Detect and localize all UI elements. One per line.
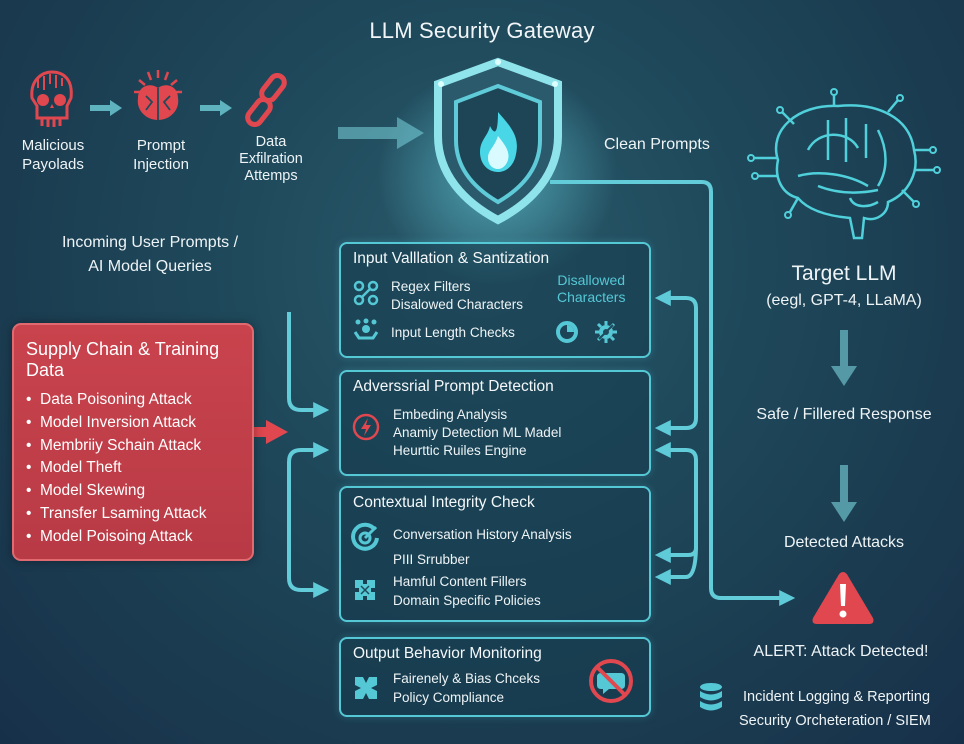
stage-item: Policy Compliance (393, 690, 505, 705)
stage-item: Embeding Analysis (393, 407, 508, 422)
target-llm-subtitle: (eegl, GPT-4, LLaMA) (766, 292, 922, 309)
disallowed-characters-label: Disallowed Characters (557, 272, 626, 305)
incoming-feed-line (287, 312, 330, 418)
stage-item: PIII Srrubber (393, 552, 470, 567)
stage-item: Hamful Content Fillers (393, 574, 527, 589)
list-item: •Data Poisoning Attack (26, 391, 192, 408)
supply-chain-panel: Supply Chain & Training Data •Data Poiso… (12, 323, 254, 561)
stage-contextual-integrity: Contextual Integrity Check Conversation … (339, 486, 651, 622)
list-item: •Model Theft (26, 459, 122, 477)
threat-label-malicious: Malicious Payolads (21, 137, 85, 173)
chain-link-icon (245, 72, 287, 128)
target-llm-title: Target LLM (791, 262, 897, 285)
list-item: •Transfer Lsaming Attack (26, 504, 207, 522)
feedback-line-2 (654, 448, 698, 563)
supply-chain-arrow (250, 420, 288, 444)
stage-input-validation: Input Valllation & Santization Regex Fil… (339, 242, 651, 358)
supply-feed-line (287, 448, 330, 598)
target-icon (351, 522, 379, 551)
detected-attacks-label: Detected Attacks (783, 534, 905, 551)
flame-icon (480, 112, 517, 172)
stage-item: Disalowed Characters (391, 297, 524, 312)
stage-item: Conversation History Analysis (393, 527, 572, 542)
alert-label: ALERT: Attack Detected! (753, 643, 929, 660)
threat-label-injection: Prompt Injection (133, 137, 189, 173)
incoming-prompts-label: Incoming User Prompts / AI Model Queries (61, 234, 239, 275)
stage-output-monitoring: Output Behavior Monitoring Fairenely & B… (339, 637, 651, 717)
pie-chart-icon (556, 321, 578, 343)
stage-adversarial-detection: Adverssrial Prompt Detection Embeding An… (339, 370, 651, 476)
feedback-arrow-3 (654, 544, 698, 585)
logging-label-2: Security Orcheteration / SIEM (739, 713, 931, 729)
feedback-line-1 (654, 290, 698, 430)
threat-flow: Malicious Payolads Prompt Injection Data… (0, 60, 330, 200)
supply-chain-list: •Data Poisoning Attack •Model Inversion … (26, 389, 207, 549)
stage-item: Regex Filters (391, 279, 471, 294)
supply-chain-title: Supply Chain & Training Data (26, 339, 220, 380)
lightning-alert-icon (352, 413, 380, 441)
fairness-icon (355, 677, 377, 699)
list-item: •Model Inversion Attack (26, 413, 196, 431)
clean-prompts-label: Clean Prompts (604, 136, 710, 153)
down-arrow-2 (831, 465, 857, 522)
warning-triangle-icon (812, 572, 874, 624)
safe-response-label: Safe / Fillered Response (756, 406, 932, 423)
length-check-icon (353, 318, 379, 340)
clean-prompts-line (550, 180, 796, 606)
stage-item: Input Length Checks (391, 325, 515, 340)
list-item: •Membriiy Schain Attack (26, 436, 202, 454)
list-item: •Model Poisoing Attack (26, 527, 193, 545)
stage-item: Anamiy Detection ML Madel (393, 425, 562, 440)
no-chat-icon (589, 659, 633, 703)
stage-item: Heurttic Ruiles Engine (393, 443, 527, 458)
regex-nodes-icon (353, 280, 379, 306)
logging-label-1: Incident Logging & Reporting (743, 689, 931, 705)
threat-label-exfiltration: Data Exfilration Attemps (239, 134, 303, 184)
gear-slash-icon (595, 321, 617, 343)
puzzle-icon (355, 580, 375, 600)
brain-explosion-icon (134, 70, 182, 120)
database-icon (700, 683, 722, 711)
stage-item: Fairenely & Bias Chceks (393, 671, 541, 686)
threat-arrow-1 (90, 100, 122, 116)
list-item: •Model Skewing (26, 482, 146, 500)
shield-icon (434, 57, 562, 225)
down-arrow-1 (831, 330, 857, 386)
brain-circuit-icon (747, 88, 941, 240)
page-title: LLM Security Gateway (369, 18, 595, 43)
skull-icon (30, 70, 73, 127)
stage-item: Domain Specific Policies (393, 593, 541, 608)
threat-arrow-2 (200, 100, 232, 116)
